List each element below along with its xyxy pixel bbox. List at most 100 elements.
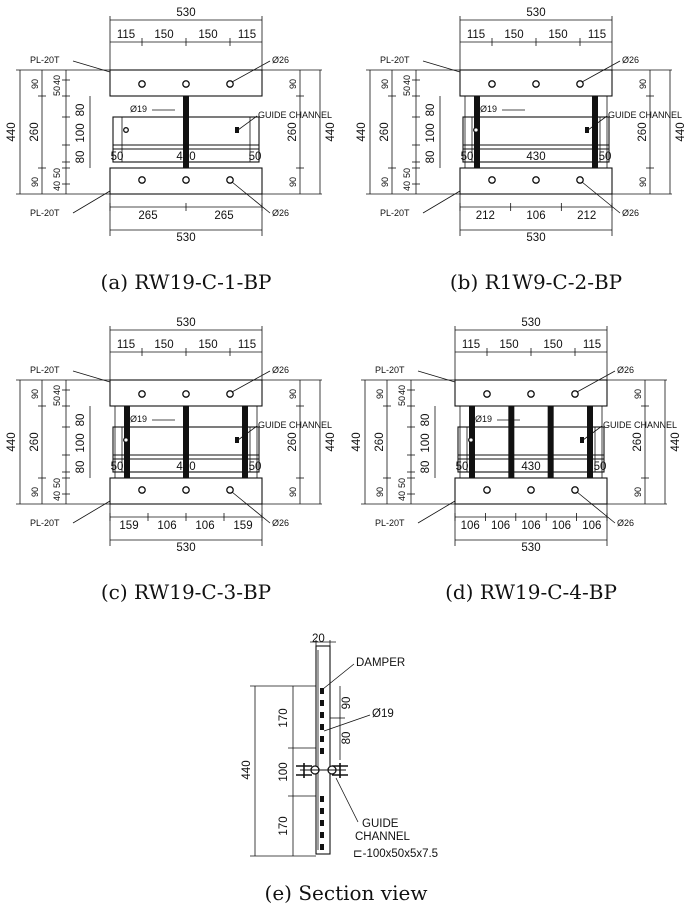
dim-v: 40: [402, 181, 412, 191]
dim-v: 260: [374, 432, 386, 451]
bolt-hole-top: [226, 80, 234, 88]
bolt-hole-top: [138, 80, 146, 88]
dim-bolt-spacing: 115: [238, 29, 256, 41]
dim-v: 40: [52, 491, 62, 501]
dim-v: 50: [402, 168, 412, 178]
dim-v: 100: [75, 123, 87, 142]
damper-segment: [320, 688, 324, 694]
leader-channel: [335, 777, 359, 823]
label-hole-small: Ø19: [130, 414, 147, 424]
dim-v: 90: [288, 389, 298, 399]
dim-inner-end: 50: [249, 151, 262, 163]
label-hole-bottom: Ø26: [272, 518, 289, 528]
dim-v: 90: [30, 389, 40, 399]
caption-panel-4: (d) RW19-C-4-BP: [445, 580, 617, 604]
dim-bottom-seg: 212: [577, 210, 596, 222]
dim-v: 100: [425, 123, 437, 142]
dim-v: 90: [638, 177, 648, 187]
dim-v: 50: [52, 86, 62, 96]
dim-width-bottom: 530: [176, 542, 195, 554]
dim-height-left: 440: [6, 432, 18, 451]
label-guide-channel: GUIDE CHANNEL: [603, 420, 677, 430]
leader-plate: [72, 60, 111, 73]
dim-bottom-seg: 106: [157, 520, 176, 532]
label-channel-spec: ⊏-100x50x5x7.5: [353, 848, 438, 860]
dim-v: 50: [52, 168, 62, 178]
leader-plate: [72, 190, 111, 214]
leader-hole: [576, 491, 616, 524]
dim-inner-end: 50: [111, 151, 124, 163]
leader-plate: [72, 370, 111, 383]
dim-bolt-spacing: 115: [462, 339, 480, 351]
dim-v: 40: [52, 75, 62, 85]
dim-v: 90: [375, 389, 385, 399]
dim-v: 50: [397, 478, 407, 488]
leader-plate: [72, 500, 111, 524]
label-plate-bottom: PL-20T: [30, 208, 60, 218]
dim-v: 260: [632, 432, 644, 451]
dim-v: 50: [402, 86, 412, 96]
dim-bolt-spacing: 115: [467, 29, 485, 41]
label-guide-channel: GUIDE CHANNEL: [608, 110, 682, 120]
dim-80: 80: [341, 732, 353, 745]
dim-inner-430: 430: [176, 461, 195, 473]
dim-v: 260: [637, 122, 649, 141]
dim-v: 90: [380, 177, 390, 187]
label-hole-bottom: Ø26: [272, 208, 289, 218]
dim-v: 80: [75, 414, 87, 427]
caption-panel-3: (c) RW19-C-3-BP: [101, 580, 271, 604]
damper-segment: [320, 700, 324, 706]
caption-panel-1: (a) RW19-C-1-BP: [101, 270, 272, 294]
dim-bolt-spacing: 150: [198, 339, 217, 351]
leader-hole: [581, 181, 621, 214]
bolt-hole-top: [182, 390, 190, 398]
dim-height-right: 440: [325, 122, 337, 141]
bolt-hole-top: [571, 390, 579, 398]
bolt-hole-bottom: [138, 486, 146, 494]
leader-plate: [417, 500, 456, 524]
bolt-hole-bottom: [488, 176, 496, 184]
label-hole-bottom: Ø26: [617, 518, 634, 528]
dim-v: 260: [287, 432, 299, 451]
channel-bolt: [235, 127, 239, 133]
leader-hole: [576, 370, 616, 393]
bolt-hole-top: [527, 390, 535, 398]
label-plate-top: PL-20T: [380, 55, 410, 65]
label-hole-top: Ø26: [617, 365, 634, 375]
bolt-hole-bottom: [182, 486, 190, 494]
dim-bottom-seg: 159: [233, 520, 252, 532]
damper-segment: [320, 724, 324, 730]
dim-width-bottom: 530: [521, 542, 540, 554]
damper-segment: [320, 712, 324, 718]
dim-bottom-seg: 106: [461, 520, 480, 532]
dim-v: 90: [288, 487, 298, 497]
dim-170-top: 170: [278, 708, 290, 727]
label-guide-channel: GUIDE CHANNEL: [258, 110, 332, 120]
dim-inner-end: 50: [599, 151, 612, 163]
damper-segment: [320, 844, 324, 850]
damper-segment: [320, 748, 324, 754]
dim-v: 40: [402, 75, 412, 85]
dim-height-right: 440: [675, 122, 687, 141]
dim-v: 80: [75, 461, 87, 474]
bolt-hole-bottom: [532, 176, 540, 184]
label-guide: GUIDE: [362, 818, 399, 830]
bolt-hole-top: [532, 80, 540, 88]
leader-bolt: [323, 714, 371, 732]
bolt-hole-bottom: [226, 486, 234, 494]
dim-height-right: 440: [325, 432, 337, 451]
dim-bolt-spacing: 150: [504, 29, 523, 41]
dim-bottom-seg: 106: [526, 210, 545, 222]
dim-bottom-seg: 106: [195, 520, 214, 532]
dim-width-top: 530: [176, 7, 195, 19]
bolt-hole-top: [138, 390, 146, 398]
dim-v: 40: [52, 385, 62, 395]
dim-height-left: 440: [356, 122, 368, 141]
damper-bar: [183, 96, 189, 168]
label-hole-small: Ø19: [130, 104, 147, 114]
leader-plate: [422, 190, 461, 214]
channel-bolt: [473, 127, 479, 133]
